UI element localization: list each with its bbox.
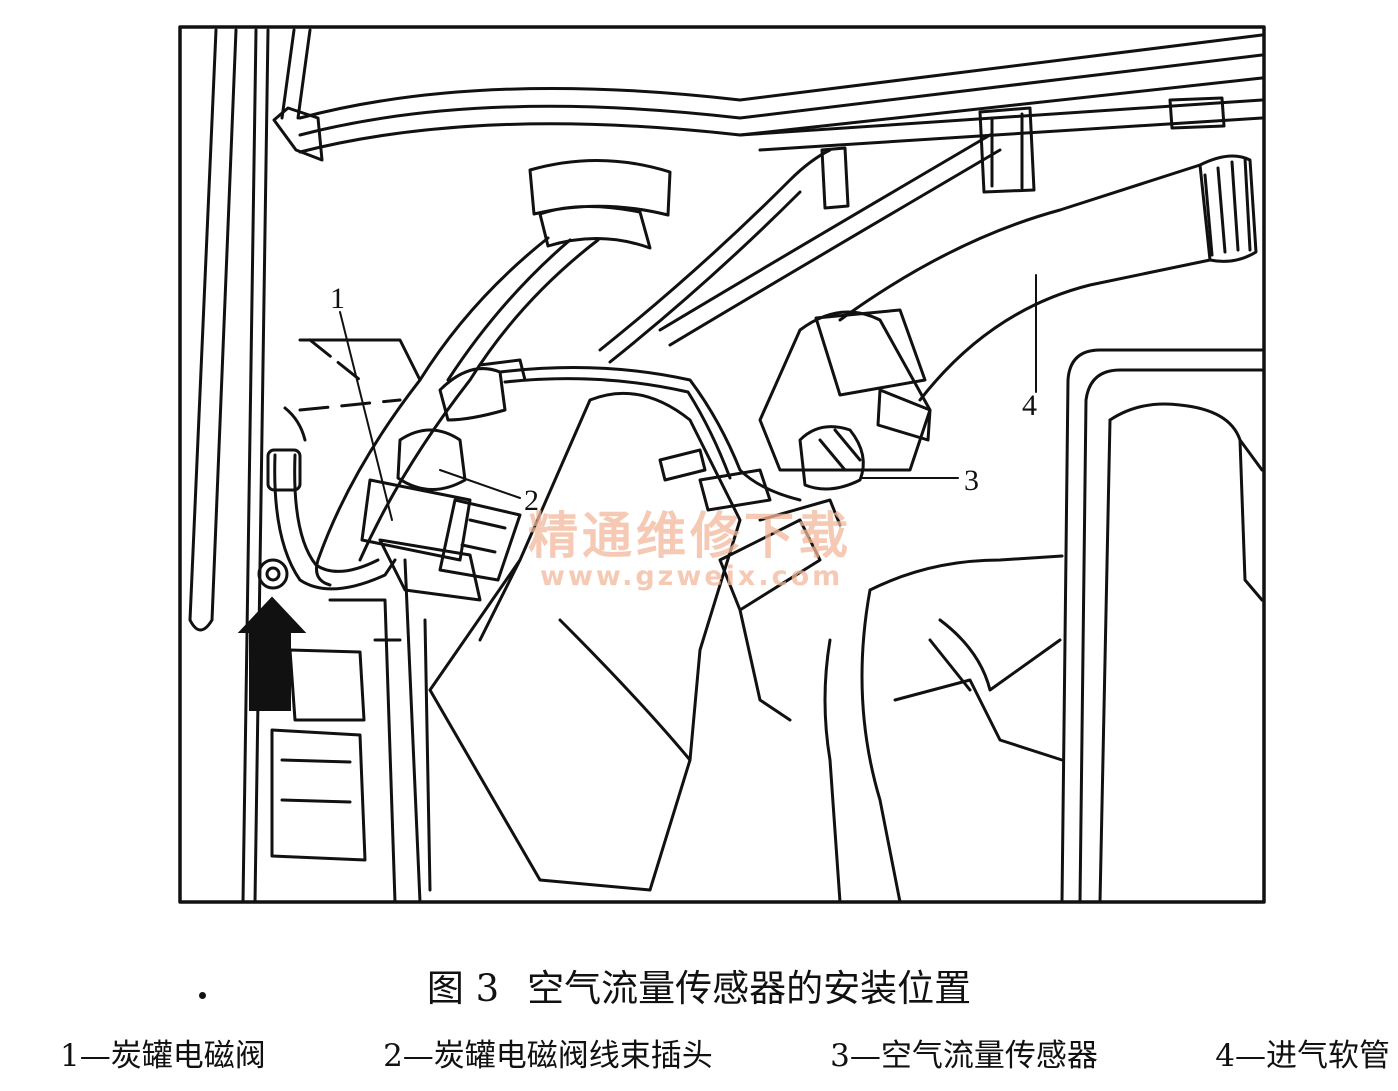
air-box [428,391,742,892]
hose-left [315,236,600,587]
leader-2 [439,469,521,499]
legend-item: 2—炭罐电磁阀线束插头 [383,1038,713,1074]
lower-left-bracket [270,648,367,862]
watermark-url: www.gzweix.com [540,561,843,592]
rubber-boot [528,158,672,250]
callout-4: 4 [1022,389,1037,422]
air-flow-sensor [758,308,932,472]
watermark-title: 精通维修下载 [528,507,852,565]
left-strut [188,28,238,632]
caption-number: 图 3 [426,967,500,1010]
connector-plug [438,498,522,582]
arrow-icon [237,596,307,711]
solenoid-valve [360,428,482,602]
diagram-frame [178,25,1266,904]
fender-shapes [860,554,1064,904]
right-housing [1060,348,1264,904]
stray-dot [199,992,206,999]
callout-3: 3 [964,464,979,497]
figure-caption: 图 3 空气流量传感器的安装位置 [0,958,1398,1012]
left-rail [241,28,270,904]
callout-1: 1 [330,282,345,315]
parts-legend: 1—炭罐电磁阀 2—炭罐电磁阀线束插头 3—空气流量传感器 4—进气软管 [60,1030,1390,1075]
wire-harness [498,366,802,502]
caption-title: 空气流量传感器的安装位置 [527,967,972,1010]
legend-item: 1—炭罐电磁阀 [60,1038,266,1074]
lower-pipe [273,453,397,591]
legend-item: 3—空气流量传感器 [830,1038,1098,1074]
legend-item: 4—进气软管 [1215,1038,1390,1074]
callout-2: 2 [524,484,539,517]
intake-hose [838,154,1258,402]
top-cable-bundle [298,33,1264,154]
leader-1 [339,311,393,521]
